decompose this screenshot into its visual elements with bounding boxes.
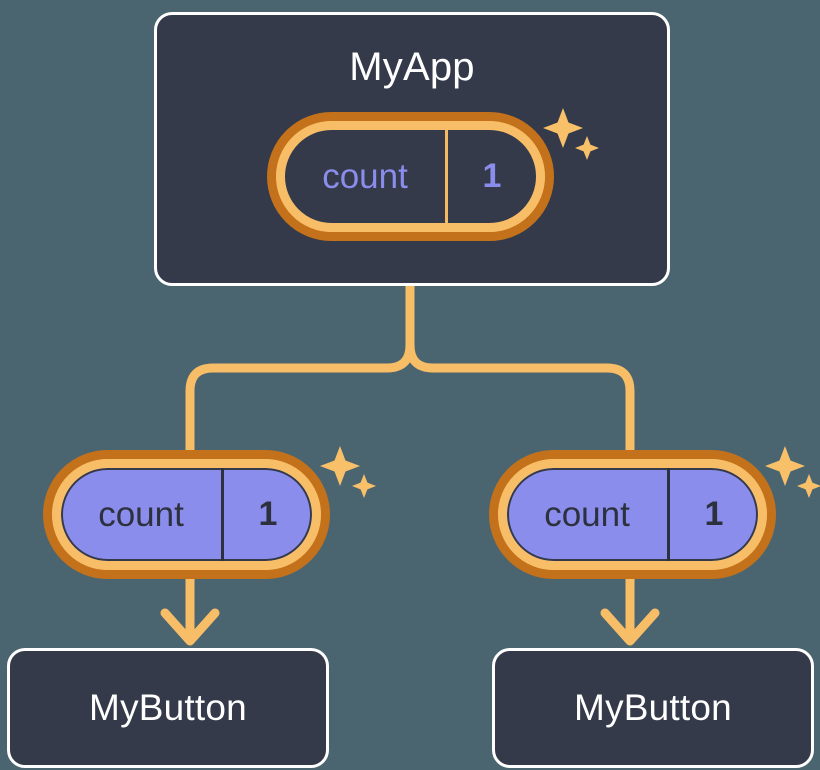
component-label: MyButton: [574, 687, 732, 728]
state-value-label: 1: [704, 495, 724, 533]
state-value-label: 1: [258, 495, 278, 533]
state-value-label: 1: [482, 157, 502, 195]
connector-root-to-left: [185, 282, 415, 457]
component-card-mybutton-left[interactable]: MyButton: [7, 648, 329, 768]
component-label: MyButton: [89, 687, 247, 728]
state-key-label: count: [507, 468, 670, 561]
page-title: MyApp: [349, 45, 475, 89]
sparkle-star-large: [765, 446, 805, 486]
sparkle-star-small: [797, 474, 820, 498]
state-pill-myapp-inner: count 1: [276, 121, 545, 232]
state-pill-myapp[interactable]: count 1: [267, 112, 554, 241]
component-card-mybutton-right[interactable]: MyButton: [492, 648, 814, 768]
state-pill-right[interactable]: count 1: [489, 450, 776, 579]
state-key-label: count: [61, 468, 224, 561]
state-pill-right-inner: count 1: [498, 459, 767, 570]
sparkle-star-small: [352, 474, 376, 498]
connector-root-to-right: [405, 282, 635, 457]
state-pill-left[interactable]: count 1: [43, 450, 330, 579]
arrowhead-right: [600, 608, 660, 646]
arrowhead-left: [160, 608, 220, 646]
state-pill-left-inner: count 1: [52, 459, 321, 570]
state-key-label: count: [285, 130, 448, 223]
sparkle-star-large: [320, 446, 360, 486]
